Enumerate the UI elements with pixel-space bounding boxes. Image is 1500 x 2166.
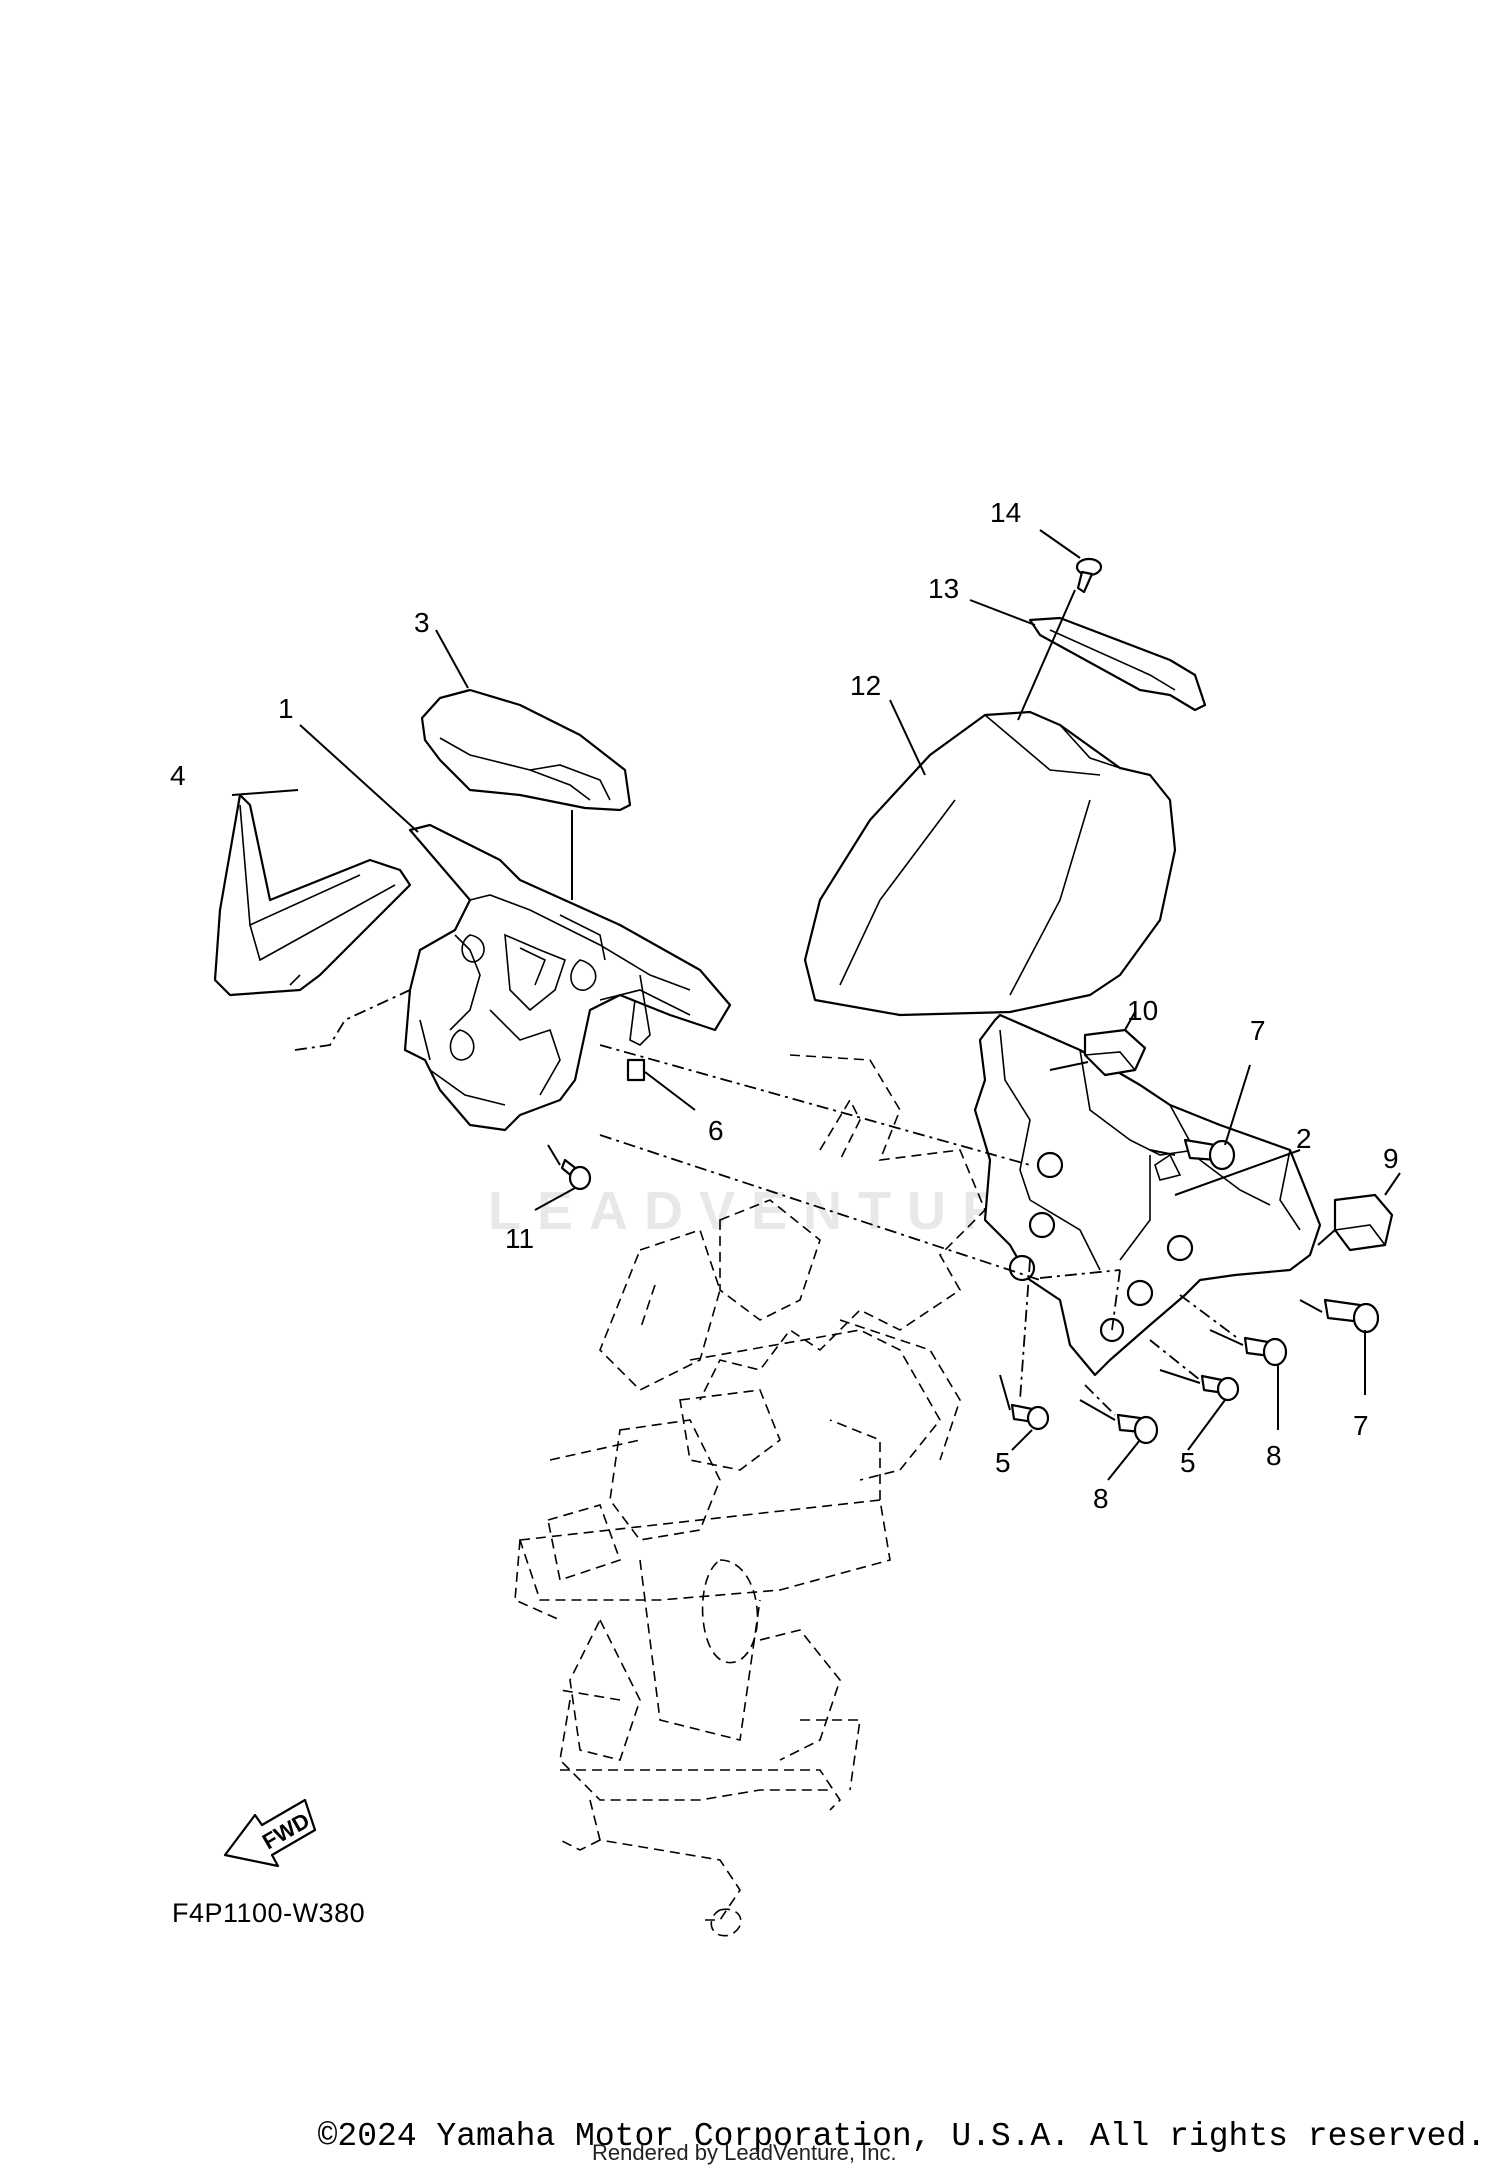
assembly-lines (294, 989, 1241, 1416)
copyright-notice: ©2024 Yamaha Motor Corporation, U.S.A. A… (317, 2118, 1486, 2155)
callout-11: 11 (505, 1223, 534, 1254)
part-14-screw (1075, 557, 1103, 594)
callout-10: 10 (1127, 995, 1158, 1026)
diagram-code: F4P1100-W380 (172, 1898, 366, 1928)
callout-5a: 5 (995, 1447, 1011, 1478)
callout-1: 1 (278, 693, 294, 724)
callout-7b: 7 (1353, 1410, 1369, 1441)
callout-12: 12 (850, 670, 881, 701)
leader-lines (231, 529, 1401, 1481)
callout-3: 3 (414, 607, 430, 638)
callout-6: 6 (708, 1115, 724, 1146)
callout-2: 2 (1296, 1123, 1312, 1154)
part-12-visor (803, 710, 1177, 1017)
fwd-arrow-icon: FWD (223, 1798, 317, 1868)
frame-phantom (514, 1054, 986, 1937)
fasteners (560, 1138, 1380, 1445)
part-1-cowling (403, 823, 732, 1132)
part-13-gasket (1028, 616, 1207, 712)
callout-14: 14 (990, 497, 1021, 528)
callout-8b: 8 (1093, 1483, 1109, 1514)
callout-13: 13 (928, 573, 959, 604)
callout-9: 9 (1383, 1143, 1399, 1174)
part-4-side-cover (213, 793, 412, 997)
callout-numbers: 1 2 3 4 5 5 6 7 7 8 8 9 10 11 12 13 14 (170, 497, 1399, 1514)
rendered-by: Rendered by LeadVenture, Inc. (592, 2140, 897, 2165)
callout-4: 4 (170, 760, 186, 791)
callout-8a: 8 (1266, 1440, 1282, 1471)
part-3-top-cover (420, 688, 632, 812)
callout-5b: 5 (1180, 1447, 1196, 1478)
callout-7a: 7 (1250, 1015, 1266, 1046)
part-2-inner-panel (973, 1013, 1322, 1377)
part-9-clip (1333, 1193, 1394, 1252)
